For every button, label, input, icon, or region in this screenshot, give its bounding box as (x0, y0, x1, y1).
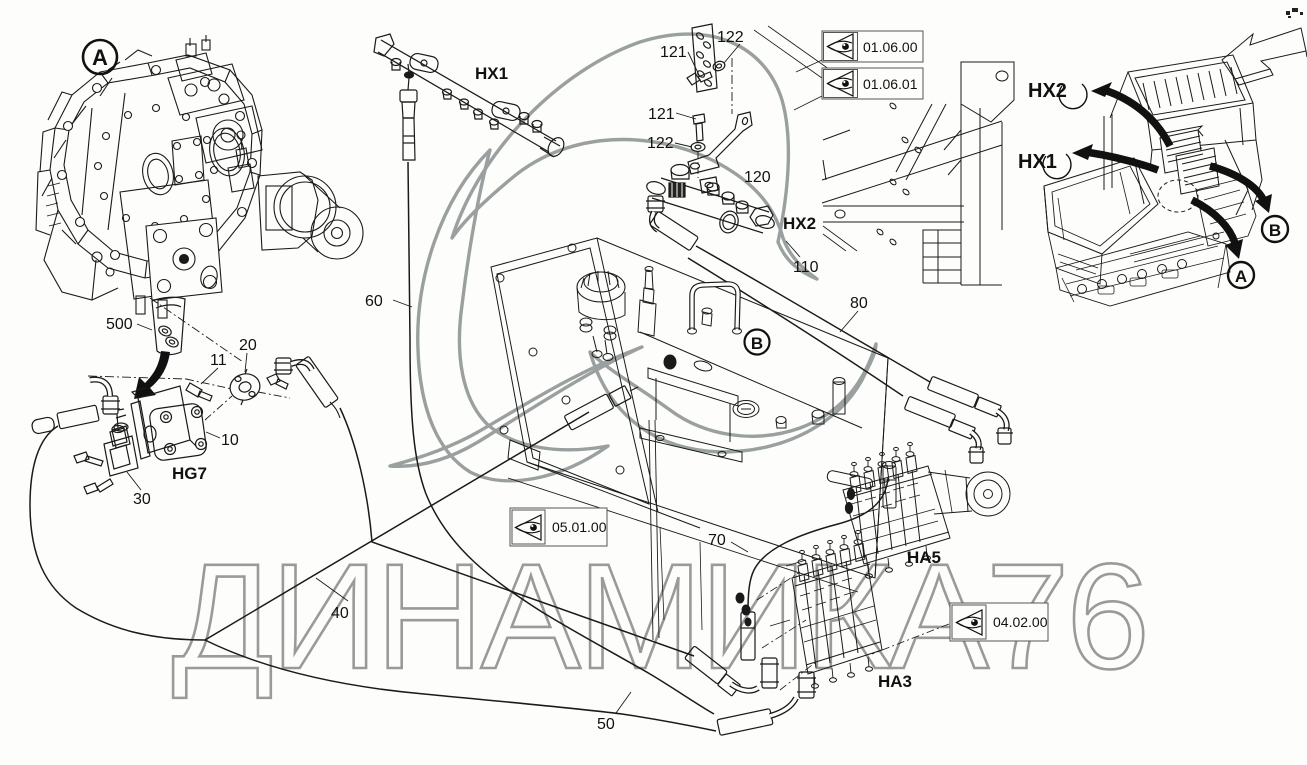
svg-text:01.06.00: 01.06.00 (863, 39, 918, 55)
svg-text:01.06.01: 01.06.01 (863, 76, 918, 92)
svg-text:122: 122 (717, 29, 744, 46)
svg-text:122: 122 (647, 135, 674, 152)
svg-text:121: 121 (648, 106, 675, 123)
svg-text:HA3: HA3 (878, 672, 912, 691)
svg-text:HX2: HX2 (783, 214, 816, 233)
svg-text:30: 30 (133, 491, 151, 508)
svg-text:B: B (1269, 221, 1281, 240)
svg-text:HX2: HX2 (1028, 80, 1067, 102)
svg-text:A: A (1235, 267, 1247, 286)
svg-text:HG7: HG7 (172, 464, 207, 483)
svg-text:500: 500 (106, 316, 133, 333)
svg-text:05.01.00: 05.01.00 (552, 519, 607, 535)
svg-text:40: 40 (331, 605, 349, 622)
svg-text:04.02.00: 04.02.00 (993, 614, 1048, 630)
svg-text:10: 10 (221, 432, 239, 449)
svg-text:HX1: HX1 (1018, 151, 1057, 173)
svg-text:A: A (92, 45, 108, 70)
svg-text:60: 60 (365, 293, 383, 310)
svg-text:B: B (751, 334, 763, 353)
svg-text:20: 20 (239, 337, 257, 354)
svg-text:110: 110 (793, 259, 819, 276)
svg-text:50: 50 (597, 716, 615, 733)
svg-text:70: 70 (708, 532, 726, 549)
svg-text:121: 121 (660, 44, 687, 61)
svg-text:HX1: HX1 (475, 64, 508, 83)
svg-text:HA5: HA5 (907, 548, 941, 567)
svg-text:80: 80 (850, 295, 868, 312)
svg-text:120: 120 (744, 169, 771, 186)
svg-text:11: 11 (210, 352, 227, 369)
